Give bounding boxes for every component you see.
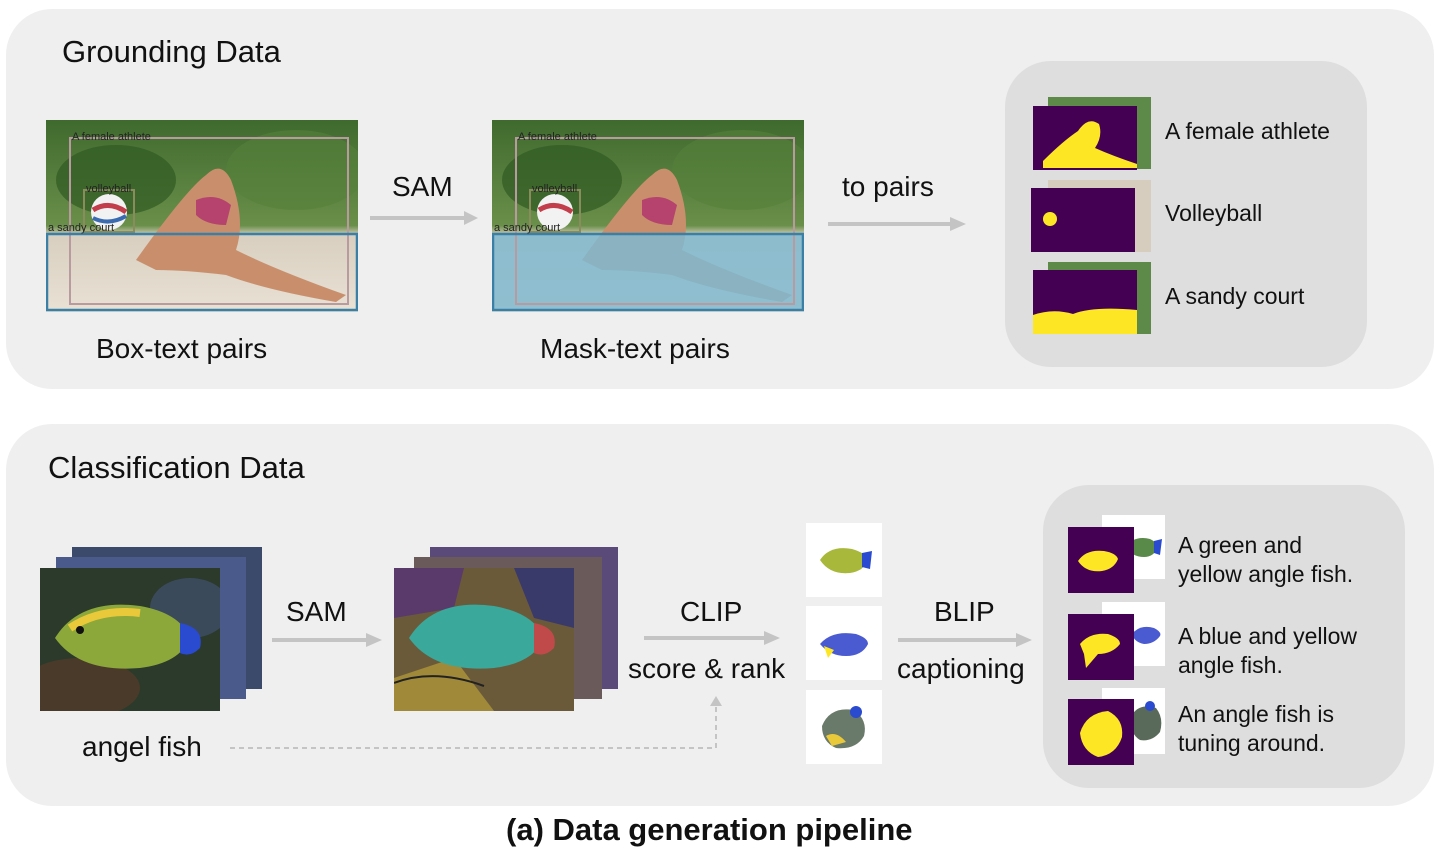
sam-arrow: [370, 211, 478, 225]
mask-text-label: Mask-text pairs: [540, 333, 730, 364]
caption-3-line2: tuning around.: [1178, 730, 1326, 756]
mask-tag-athlete: A female athlete: [518, 131, 597, 143]
caption-1-line1: A green and: [1178, 532, 1303, 558]
classification-title: Classification Data: [48, 450, 305, 485]
caption-3-line1: An angle fish is: [1178, 701, 1334, 727]
mask-text-image: [492, 120, 804, 312]
mask-court: [1033, 270, 1137, 334]
clip-arrow-label: CLIP: [680, 596, 743, 627]
pair-text-volleyball: Volleyball: [1165, 200, 1263, 226]
blip-arrow-sublabel: captioning: [897, 653, 1025, 684]
angel-fish-label: angel fish: [82, 731, 202, 762]
dashed-connector: [230, 696, 722, 749]
photo-tag-volleyball: volleyball: [86, 183, 132, 195]
to-pairs-arrow-label: to pairs: [842, 171, 934, 202]
sam-arrow-2: [272, 633, 382, 647]
figure-caption: (a) Data generation pipeline: [506, 812, 913, 847]
blip-arrow: [898, 633, 1032, 647]
caption-mask-2: [1068, 614, 1134, 680]
mask-tag-court: a sandy court: [494, 222, 561, 234]
pair-text-court: A sandy court: [1165, 283, 1305, 309]
clip-arrow: [644, 631, 780, 645]
caption-mask-3: [1068, 699, 1134, 765]
mask-tag-volleyball: volleyball: [532, 183, 578, 195]
mask-volleyball: [1031, 188, 1135, 252]
grounding-title: Grounding Data: [62, 34, 281, 69]
sam-arrow-label: SAM: [392, 171, 453, 202]
photo-tag-court: a sandy court: [48, 222, 115, 234]
clip-arrow-sublabel: score & rank: [628, 653, 786, 684]
box-text-image: [46, 120, 358, 312]
ranked-fish-3: [806, 690, 882, 764]
box-text-label: Box-text pairs: [96, 333, 268, 364]
ranked-fish-1: [806, 523, 882, 597]
sam-arrow-label-2: SAM: [286, 596, 347, 627]
pair-text-athlete: A female athlete: [1165, 118, 1330, 144]
mask-athlete: [1033, 106, 1137, 170]
caption-mask-1: [1068, 527, 1134, 593]
segmented-photo: [394, 568, 574, 711]
photo-tag-athlete: A female athlete: [72, 131, 151, 143]
fish-photo: [40, 568, 220, 711]
caption-1-line2: yellow angle fish.: [1178, 561, 1354, 587]
caption-2-line1: A blue and yellow: [1178, 623, 1358, 649]
caption-2-line2: angle fish.: [1178, 652, 1283, 678]
to-pairs-arrow: [828, 217, 966, 231]
ranked-fish-2: [806, 606, 882, 680]
blip-arrow-label: BLIP: [934, 596, 995, 627]
